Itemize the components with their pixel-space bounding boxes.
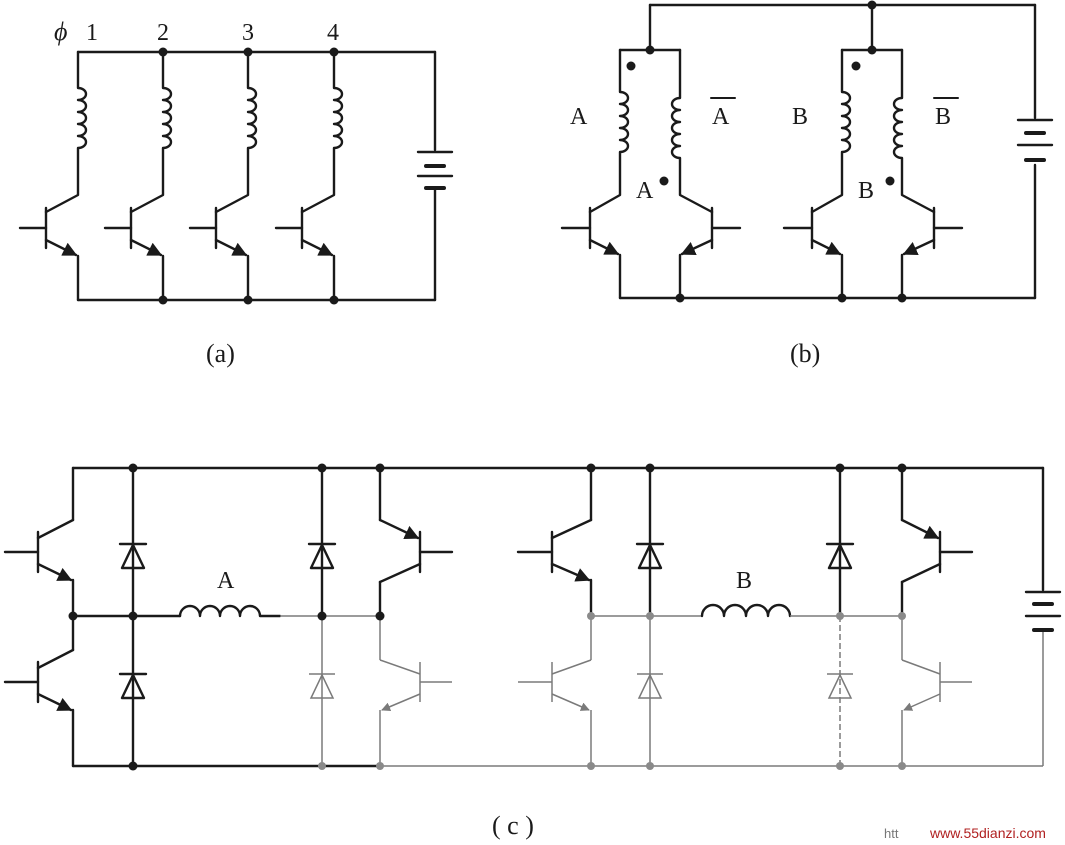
diode-icon: [307, 542, 337, 570]
b-phase-a: [560, 45, 742, 303]
winding-label-b-bar: B: [935, 104, 951, 130]
polarity-dot: [851, 61, 861, 71]
transistor-emitter-icon: [36, 692, 73, 712]
transistor-emitter-icon: [214, 238, 248, 257]
diode-icon: [118, 672, 148, 700]
diode-icon: [825, 542, 855, 570]
a-battery-icon: [416, 150, 454, 190]
caption-a: (a): [206, 339, 235, 368]
transistor-emitter-icon: [44, 238, 78, 257]
coil-icon: [129, 50, 173, 214]
watermark-site: www.55dianzi.com: [929, 825, 1046, 841]
watermark-prefix: htt: [884, 826, 899, 841]
a-phase-3: [188, 50, 258, 302]
c-battery-icon: [1024, 590, 1062, 632]
caption-b: (b): [790, 339, 820, 368]
winding-label-b: B: [792, 104, 808, 130]
transistor-emitter-icon: [300, 238, 334, 257]
transistor-emitter-icon: [680, 238, 714, 256]
coil-icon: [214, 50, 258, 214]
coil-label-b: B: [736, 568, 752, 594]
a-junction-dots: [158, 47, 339, 305]
transistor-emitter-icon: [903, 693, 941, 711]
c-hbridge-b: [516, 463, 974, 770]
b-battery-icon: [1016, 118, 1054, 162]
winding-label-a: A: [570, 104, 588, 130]
diagram-c: A B ( c ): [3, 463, 1062, 840]
phase-label-2: 2: [157, 20, 169, 46]
coil-icon: [178, 604, 282, 618]
a-phase-1: [18, 50, 88, 302]
phase-label-1: 1: [86, 20, 98, 46]
coil-icon: [810, 48, 852, 214]
a-phase-4: [274, 50, 344, 302]
transistor-emitter-icon: [378, 518, 420, 540]
transistor-emitter-icon: [551, 693, 590, 711]
caption-c: ( c ): [492, 811, 534, 840]
dot-label-a: A: [636, 178, 654, 204]
diode-icon: [309, 673, 335, 699]
polarity-dot: [885, 176, 895, 186]
coil-icon: [44, 50, 88, 214]
coil-icon: [588, 48, 630, 214]
transistor-emitter-icon: [129, 238, 163, 257]
phase-label-3: 3: [242, 20, 254, 46]
phase-label-4: 4: [327, 20, 339, 46]
diode-icon: [827, 673, 853, 699]
coil-icon: [670, 48, 714, 214]
winding-label-a-bar: A: [712, 104, 730, 130]
phase-symbol: ϕ: [54, 17, 67, 46]
transistor-emitter-icon: [588, 238, 620, 256]
dot-label-b: B: [858, 178, 874, 204]
transistor-emitter-icon: [900, 518, 940, 540]
polarity-dot: [626, 61, 636, 71]
transistor-emitter-icon: [902, 238, 936, 256]
polarity-dot: [659, 176, 669, 186]
a-phase-2: [103, 50, 173, 302]
coil-icon: [892, 48, 936, 214]
diode-icon: [118, 542, 148, 570]
c-hbridge-a: [3, 463, 454, 771]
transistor-emitter-icon: [36, 562, 73, 582]
transistor-emitter-icon: [550, 562, 591, 582]
coil-label-a: A: [217, 568, 235, 594]
diode-icon: [635, 542, 665, 570]
diagram-b: A A B B A B (b): [560, 0, 1054, 368]
watermark: htt www.55dianzi.com: [884, 825, 1046, 841]
transistor-emitter-icon: [810, 238, 842, 256]
transistor-emitter-icon: [381, 693, 421, 712]
diode-icon: [637, 673, 663, 699]
coil-icon: [300, 50, 344, 214]
b-phase-b: [782, 0, 964, 303]
diagram-a: ϕ 1 2 3 4 (a): [18, 17, 454, 368]
coil-icon: [700, 603, 792, 618]
